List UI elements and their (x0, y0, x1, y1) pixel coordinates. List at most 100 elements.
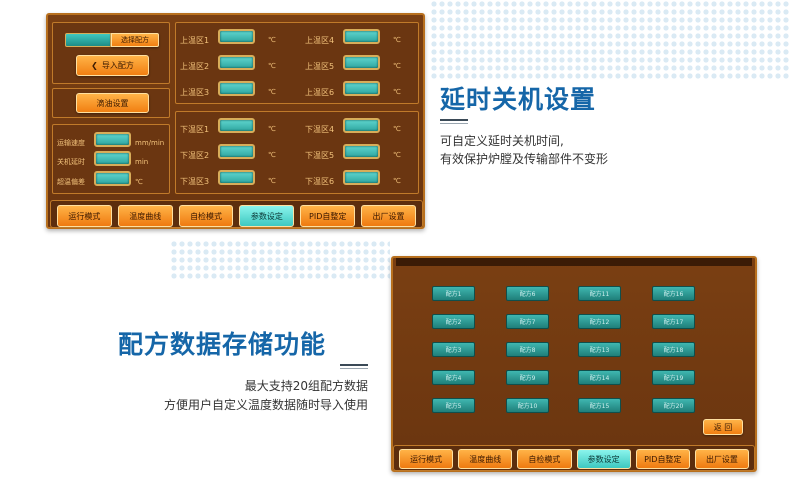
recipe-button-1[interactable]: 配方1 (432, 286, 475, 301)
upper-zone-4-label: 上温区4 (305, 36, 335, 45)
lower-zone-4-input[interactable] (343, 118, 380, 133)
speed-input[interactable] (94, 132, 131, 147)
tab-factory-settings-2[interactable]: 出厂设置 (694, 449, 750, 469)
lower-zone-3-input[interactable] (218, 170, 255, 185)
upper-zone-2-label: 上温区2 (180, 62, 210, 71)
recipe-button-20[interactable]: 配方20 (652, 398, 695, 413)
tab-self-check-2[interactable]: 自检模式 (517, 449, 572, 469)
tab-pid-tuning-2[interactable]: PID自整定 (635, 449, 690, 469)
chevron-left-icon: ❮ (91, 61, 98, 70)
import-recipe-button[interactable]: ❮ 导入配方 (76, 55, 149, 76)
lower-zone-4-unit: ℃ (393, 125, 401, 133)
section2-line1: 最大支持20组配方数据 (244, 379, 368, 393)
recipe-button-19[interactable]: 配方19 (652, 370, 695, 385)
section2-rule (340, 364, 368, 366)
lower-zone-5-label: 下温区5 (305, 151, 335, 160)
recipe-button-7[interactable]: 配方7 (506, 314, 549, 329)
lower-zone-5-unit: ℃ (393, 151, 401, 159)
recipe-button-15[interactable]: 配方15 (578, 398, 621, 413)
section2-title: 配方数据存储功能 (118, 330, 327, 359)
upper-zone-3-input[interactable] (218, 81, 255, 96)
section1-line2: 有效保护炉膛及传输部件不变形 (440, 152, 609, 166)
upper-zone-4-unit: ℃ (393, 36, 401, 44)
recipe-button-4[interactable]: 配方4 (432, 370, 475, 385)
upper-zone-5-label: 上温区5 (305, 62, 335, 71)
lower-zone-6-label: 下温区6 (305, 177, 335, 186)
upper-zone-6-label: 上温区6 (305, 88, 335, 97)
speed-unit: mm/min (135, 139, 165, 147)
oil-setting-button[interactable]: 滴油设置 (76, 93, 149, 113)
lower-zone-2-label: 下温区2 (180, 151, 210, 160)
recipe-button-11[interactable]: 配方11 (578, 286, 621, 301)
recipe-button-17[interactable]: 配方17 (652, 314, 695, 329)
section2-line2: 方便用户自定义温度数据随时导入使用 (163, 398, 368, 412)
lower-zone-5-input[interactable] (343, 144, 380, 159)
recipe-screen-header (396, 258, 752, 266)
tab-bar-settings: 运行模式 温度曲线 自检模式 参数设定 PID自整定 出厂设置 (50, 200, 423, 228)
tab-pid-tuning[interactable]: PID自整定 (300, 205, 356, 227)
section1-title: 延时关机设置 (440, 85, 597, 114)
recipe-button-6[interactable]: 配方6 (506, 286, 549, 301)
upper-zone-4-input[interactable] (343, 29, 380, 44)
recipe-button-12[interactable]: 配方12 (578, 314, 621, 329)
tab-param-setting-2[interactable]: 参数设定 (576, 449, 631, 469)
upper-zone-2-input[interactable] (218, 55, 255, 70)
upper-zone-3-label: 上温区3 (180, 88, 210, 97)
tab-param-setting[interactable]: 参数设定 (239, 205, 295, 227)
upper-zone-6-unit: ℃ (393, 88, 401, 96)
section1-line1: 可自定义延时关机时间, (440, 134, 564, 148)
overtemp-input[interactable] (94, 171, 131, 186)
decorative-dot-pattern (430, 0, 790, 80)
recipe-button-8[interactable]: 配方8 (506, 342, 549, 357)
param-label-overtemp: 超温偏差 (57, 178, 85, 186)
recipe-button-10[interactable]: 配方10 (506, 398, 549, 413)
tab-temp-curve[interactable]: 温度曲线 (117, 205, 173, 227)
recipe-button-13[interactable]: 配方13 (578, 342, 621, 357)
lower-zone-3-label: 下温区3 (180, 177, 210, 186)
lower-zone-6-unit: ℃ (393, 177, 401, 185)
upper-zone-1-unit: ℃ (268, 36, 276, 44)
lower-zone-1-label: 下温区1 (180, 125, 210, 134)
lower-zone-box (175, 111, 419, 194)
recipe-button-5[interactable]: 配方5 (432, 398, 475, 413)
tab-self-check[interactable]: 自检模式 (178, 205, 234, 227)
upper-zone-5-unit: ℃ (393, 62, 401, 70)
tab-run-mode-2[interactable]: 运行模式 (399, 449, 454, 469)
tab-temp-curve-2[interactable]: 温度曲线 (458, 449, 513, 469)
upper-zone-box (175, 22, 419, 104)
param-label-delay: 关机延时 (57, 158, 85, 166)
upper-zone-3-unit: ℃ (268, 88, 276, 96)
lower-zone-4-label: 下温区4 (305, 125, 335, 134)
recipe-button-14[interactable]: 配方14 (578, 370, 621, 385)
upper-zone-6-input[interactable] (343, 81, 380, 96)
lower-zone-1-unit: ℃ (268, 125, 276, 133)
tab-bar-recipe: 运行模式 温度曲线 自检模式 参数设定 PID自整定 出厂设置 (393, 445, 755, 471)
upper-zone-1-input[interactable] (218, 29, 255, 44)
back-button[interactable]: 返 回 (703, 419, 743, 435)
lower-zone-3-unit: ℃ (268, 177, 276, 185)
recipe-button-16[interactable]: 配方16 (652, 286, 695, 301)
lower-zone-6-input[interactable] (343, 170, 380, 185)
recipe-button-18[interactable]: 配方18 (652, 342, 695, 357)
upper-zone-2-unit: ℃ (268, 62, 276, 70)
lower-zone-2-input[interactable] (218, 144, 255, 159)
section2-rule-thin (340, 368, 368, 369)
lower-zone-1-input[interactable] (218, 118, 255, 133)
decorative-dot-pattern-2 (170, 240, 390, 280)
import-recipe-label: 导入配方 (101, 61, 134, 70)
delay-unit: min (135, 158, 149, 166)
recipe-button-3[interactable]: 配方3 (432, 342, 475, 357)
delay-input[interactable] (94, 151, 131, 166)
tab-run-mode[interactable]: 运行模式 (57, 205, 112, 227)
recipe-button-9[interactable]: 配方9 (506, 370, 549, 385)
param-label-speed: 运输速度 (57, 139, 85, 147)
section1-rule-thin (440, 123, 468, 124)
upper-zone-1-label: 上温区1 (180, 36, 210, 45)
recipe-button-2[interactable]: 配方2 (432, 314, 475, 329)
section1-rule (440, 119, 468, 121)
upper-zone-5-input[interactable] (343, 55, 380, 70)
recipe-indicator (65, 33, 111, 47)
select-recipe-button[interactable]: 选择配方 (111, 33, 159, 47)
tab-factory-settings[interactable]: 出厂设置 (361, 205, 416, 227)
